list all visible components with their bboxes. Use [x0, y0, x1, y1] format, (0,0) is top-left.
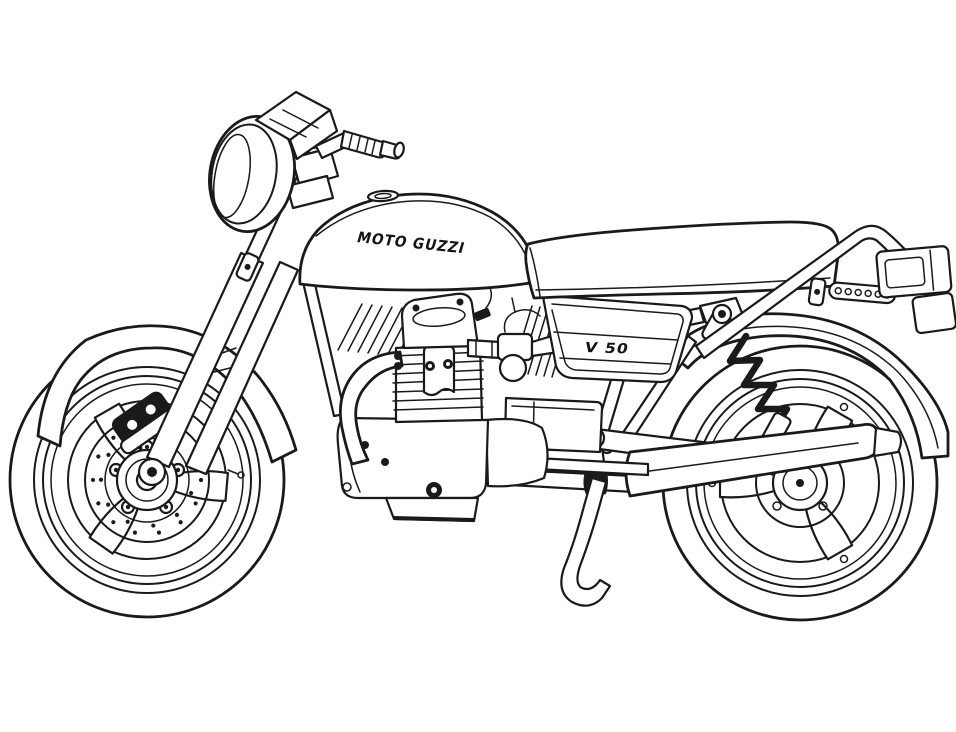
side-panel-badge-text: V 50: [583, 340, 630, 357]
gearbox: [484, 417, 549, 488]
instrument-cluster: [254, 90, 339, 161]
fuel-tank: MOTO GUZZI: [298, 189, 538, 292]
triple-clamp: [285, 130, 340, 210]
grip: [339, 129, 405, 160]
exhaust-header: [338, 350, 404, 466]
side-stand: [560, 468, 612, 607]
side-panel: V 50: [542, 294, 694, 384]
fuel-cap: [366, 189, 400, 203]
valve-cover: [400, 292, 480, 350]
tire-valve: [227, 469, 245, 479]
handlebar: [314, 129, 405, 160]
muffler-tip: [872, 426, 903, 458]
float-bowl: [498, 353, 528, 383]
cylinder: [392, 342, 484, 424]
crankcase: [336, 416, 490, 500]
tail-light: [875, 245, 956, 335]
oil-pan: [384, 482, 480, 523]
engine: [336, 270, 549, 523]
side-panel-badge: V 50: [583, 340, 630, 357]
